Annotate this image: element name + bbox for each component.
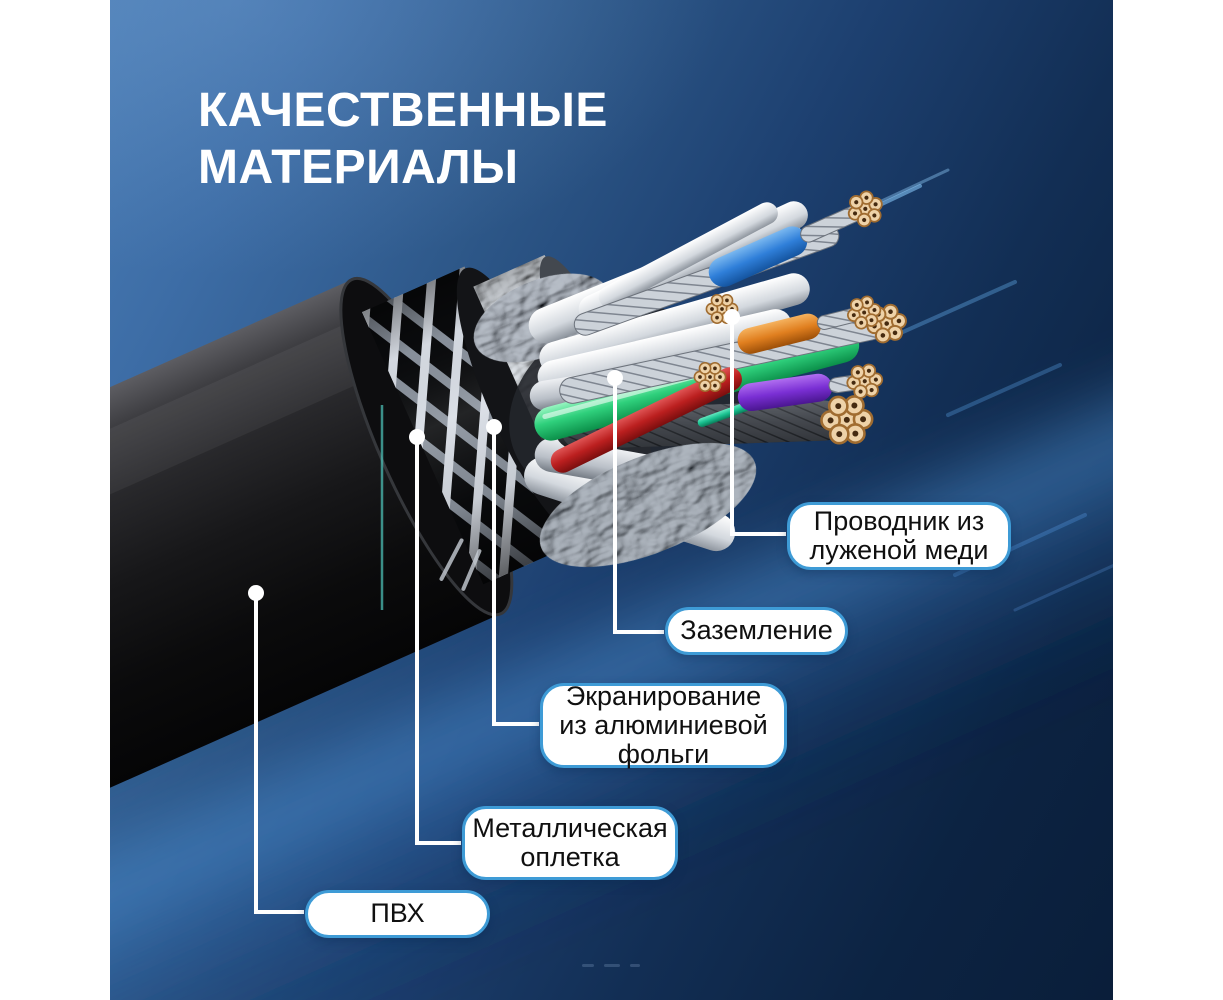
cable-jacket: [110, 279, 501, 1000]
title-line1: КАЧЕСТВЕННЫЕ: [198, 84, 608, 137]
foil-bottom-arc: [539, 443, 757, 567]
wire-purple: [737, 361, 886, 412]
title-line2: МАТЕРИАЛЫ: [198, 141, 519, 194]
connector-foil: [492, 430, 539, 726]
wire-white-e: [598, 202, 778, 308]
connector-pvc: [254, 596, 304, 914]
callout-braid: Металлическая оплетка: [462, 806, 678, 880]
wire-blue: [708, 186, 889, 287]
wire-orange: [737, 293, 885, 354]
copper-tip: [693, 361, 727, 393]
callout-dots: [248, 309, 740, 601]
poster-card: КАЧЕСТВЕННЫЕ МАТЕРИАЛЫ Проводник из луже…: [110, 0, 1113, 1000]
dot-ground: [607, 370, 623, 386]
cable-jacket-sheen: [110, 314, 392, 783]
page-title: КАЧЕСТВЕННЫЕ МАТЕРИАЛЫ: [198, 82, 608, 196]
wire-fan: [473, 186, 911, 567]
dot-braid: [409, 429, 425, 445]
dot-pvc: [248, 585, 264, 601]
dot-foil: [486, 419, 502, 435]
callout-conductor: Проводник из луженой меди: [787, 502, 1011, 570]
connector-conductor: [730, 320, 786, 536]
connector-braid: [415, 440, 461, 845]
callout-foil: Экранирование из алюминиевой фольги: [540, 681, 787, 769]
wire-red: [550, 367, 742, 473]
dot-conductor: [724, 309, 740, 325]
callout-ground: Заземление: [665, 607, 848, 655]
connector-ground: [613, 381, 664, 634]
callout-pvc: ПВХ: [305, 890, 490, 938]
watermark-dashes: [582, 964, 640, 967]
callout-connectors: [254, 320, 786, 914]
